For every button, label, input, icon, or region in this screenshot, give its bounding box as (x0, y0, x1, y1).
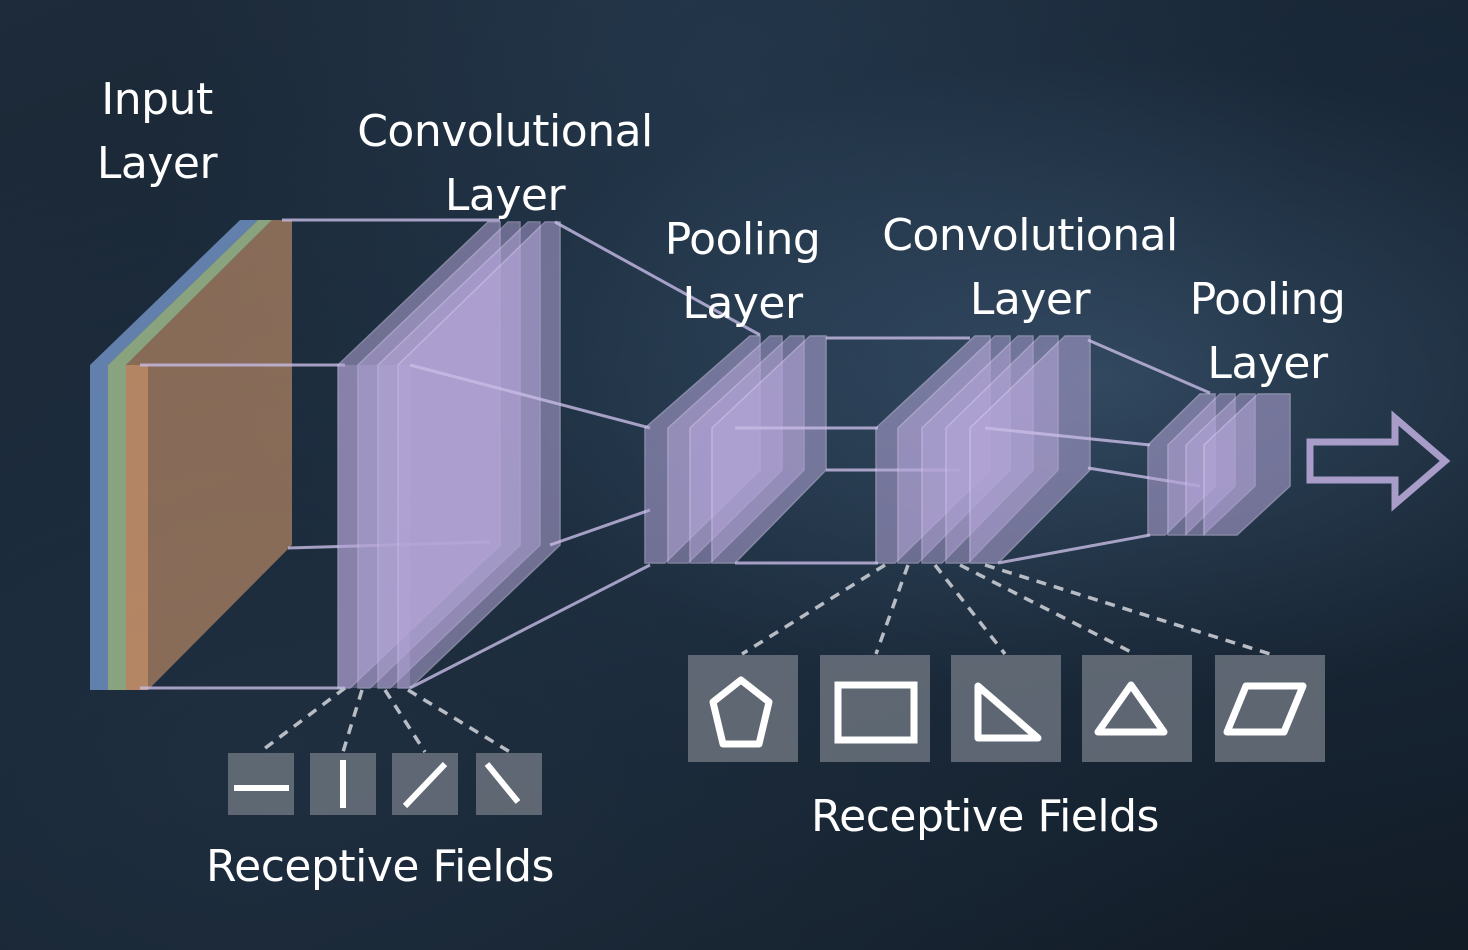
diagonal-line-icon (402, 761, 448, 809)
dashed-links-right (741, 563, 1271, 656)
conv1-front-face (338, 365, 410, 688)
input-layer-label-line2: Layer (96, 138, 218, 189)
connectors-conv2-pool2 (984, 338, 1211, 565)
conv1-layer-label: Convolutional Layer (340, 100, 670, 228)
pool2-layer-label-line2: Layer (1207, 338, 1328, 389)
input-channel-blue-face (90, 365, 108, 690)
anti-diagonal-line-icon (484, 762, 521, 804)
pool1-volume (644, 335, 827, 564)
input-channel-green-face (108, 365, 126, 690)
pool1-layer-label: Pooling Layer (650, 208, 835, 336)
field-box-9 (1215, 655, 1325, 762)
receptive-fields-left-label: Receptive Fields (206, 841, 554, 892)
pool2-slab-3 (1203, 393, 1291, 536)
conv2-layer-label-line1: Convolutional (882, 210, 1178, 261)
conv1-layer-label-line2: Layer (444, 170, 566, 221)
input-layer-label: Input Layer (82, 68, 232, 196)
pool1-layer-label-line1: Pooling (664, 214, 821, 265)
pentagon-icon (709, 676, 773, 748)
conv1-slab-3 (397, 221, 561, 689)
dashed-links-left (258, 686, 511, 754)
input-layer-volume (90, 220, 292, 690)
receptive-fields-right-label: Receptive Fields (811, 791, 1159, 842)
field-box-4 (476, 753, 542, 815)
conv1-volume (337, 221, 561, 689)
connectors-conv1-pool1 (409, 220, 761, 690)
input-channel-orange (126, 220, 292, 690)
input-channel-blue (90, 220, 258, 365)
receptive-fields-left (228, 753, 542, 815)
input-channel-green (108, 220, 272, 365)
parallelogram-icon (1223, 682, 1307, 736)
field-box-8 (1082, 655, 1192, 762)
conv2-volume (875, 335, 1091, 564)
field-box-1 (228, 753, 294, 815)
output-arrow-icon (1306, 410, 1451, 512)
pool2-volume (1147, 393, 1291, 536)
conv2-layer-label-line2: Layer (969, 274, 1091, 325)
right-triangle-icon (974, 682, 1042, 742)
triangle-icon (1094, 681, 1168, 736)
pool1-layer-label-line2: Layer (682, 278, 803, 329)
pool2-layer-label: Pooling Layer (1175, 268, 1360, 396)
conv2-slab-4 (969, 335, 1091, 564)
pool2-layer-label-line1: Pooling (1189, 274, 1346, 325)
receptive-fields-right (688, 655, 1325, 762)
conv2-layer-label: Convolutional Layer (865, 204, 1195, 332)
rectangle-icon (834, 681, 918, 744)
input-layer-label-line1: Input (101, 74, 213, 125)
input-channel-orange-face (126, 365, 148, 690)
conv1-layer-label-line1: Convolutional (357, 106, 653, 157)
